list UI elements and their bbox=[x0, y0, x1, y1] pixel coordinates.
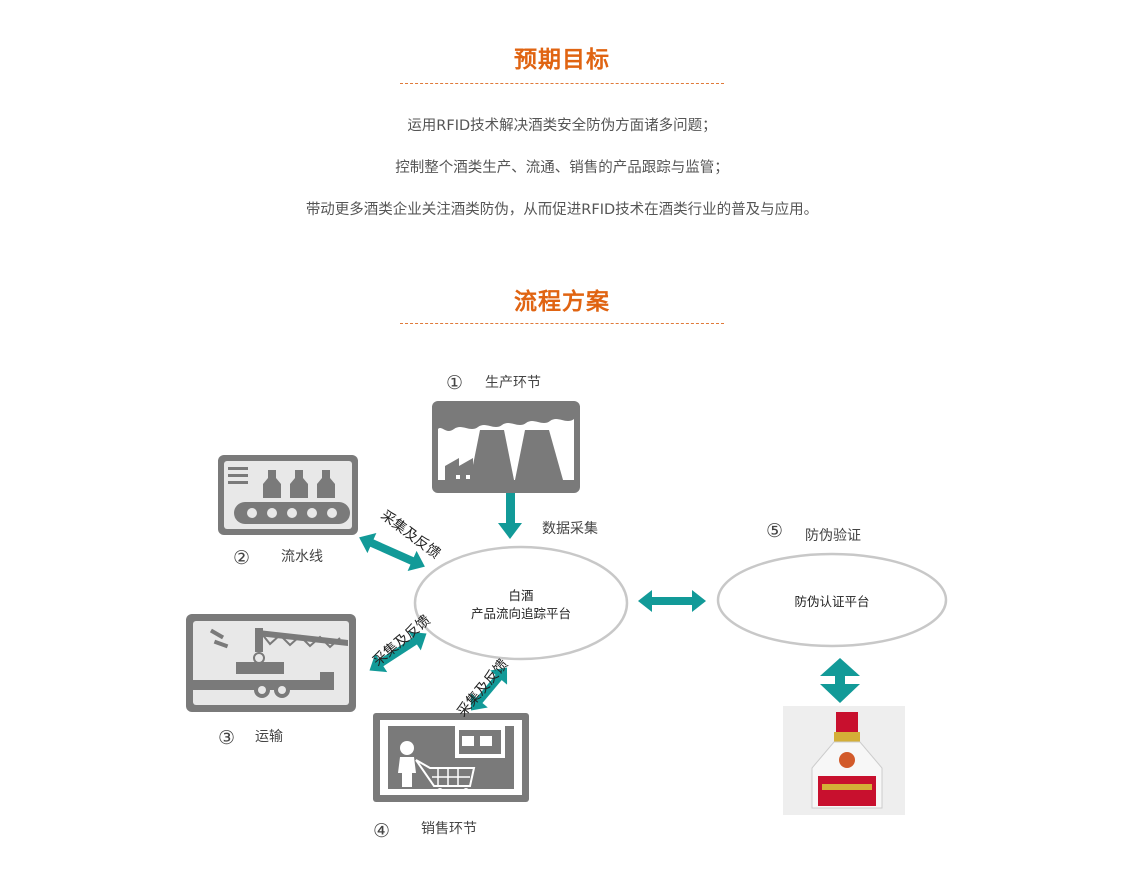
verify-platform-label: 防伪认证平台 bbox=[794, 594, 870, 609]
step-3-number: ③ bbox=[218, 727, 236, 749]
arrow-center-verify bbox=[638, 590, 706, 612]
step-2-number: ② bbox=[233, 547, 251, 569]
step-4-label: 销售环节 bbox=[421, 821, 477, 837]
verify-platform-ellipse bbox=[716, 552, 948, 648]
shopping-cart-icon bbox=[373, 713, 529, 802]
process-divider bbox=[400, 323, 724, 324]
tracking-platform-line2: 产品流向追踪平台 bbox=[470, 606, 571, 621]
arrow-transport bbox=[369, 631, 427, 673]
goals-divider bbox=[400, 83, 724, 84]
arrow-verify-bottle bbox=[820, 658, 860, 703]
goals-title: 预期目标 bbox=[514, 47, 610, 73]
data-collect-label: 数据采集 bbox=[542, 521, 598, 537]
conveyor-bottles-icon bbox=[218, 455, 358, 535]
flow-arrows bbox=[359, 493, 860, 711]
step-1-number: ① bbox=[446, 372, 464, 394]
goal-item: 控制整个酒类生产、流通、销售的产品跟踪与监管； bbox=[395, 160, 729, 176]
goal-item: 运用RFID技术解决酒类安全防伪方面诸多问题； bbox=[407, 118, 717, 134]
arrow-sales bbox=[470, 667, 508, 711]
goal-item: 带动更多酒类企业关注酒类防伪，从而促进RFID技术在酒类行业的普及与应用。 bbox=[305, 202, 819, 218]
step-4-number: ④ bbox=[373, 820, 391, 842]
arrow-down bbox=[506, 493, 515, 525]
step-2-label: 流水线 bbox=[281, 549, 323, 565]
step-5-number: ⑤ bbox=[766, 520, 784, 542]
arrow-conveyor bbox=[359, 533, 425, 571]
factory-icon bbox=[432, 401, 580, 493]
process-title: 流程方案 bbox=[514, 289, 610, 315]
crane-transport-icon bbox=[186, 614, 356, 712]
tracking-platform-ellipse bbox=[413, 545, 629, 661]
step-1-label: 生产环节 bbox=[485, 375, 541, 391]
step-5-label: 防伪验证 bbox=[805, 528, 861, 544]
arrow-down-head bbox=[498, 523, 522, 539]
liquor-bottle-image bbox=[783, 706, 905, 815]
tracking-platform-line1: 白酒 bbox=[508, 588, 534, 603]
step-3-label: 运输 bbox=[255, 729, 283, 745]
